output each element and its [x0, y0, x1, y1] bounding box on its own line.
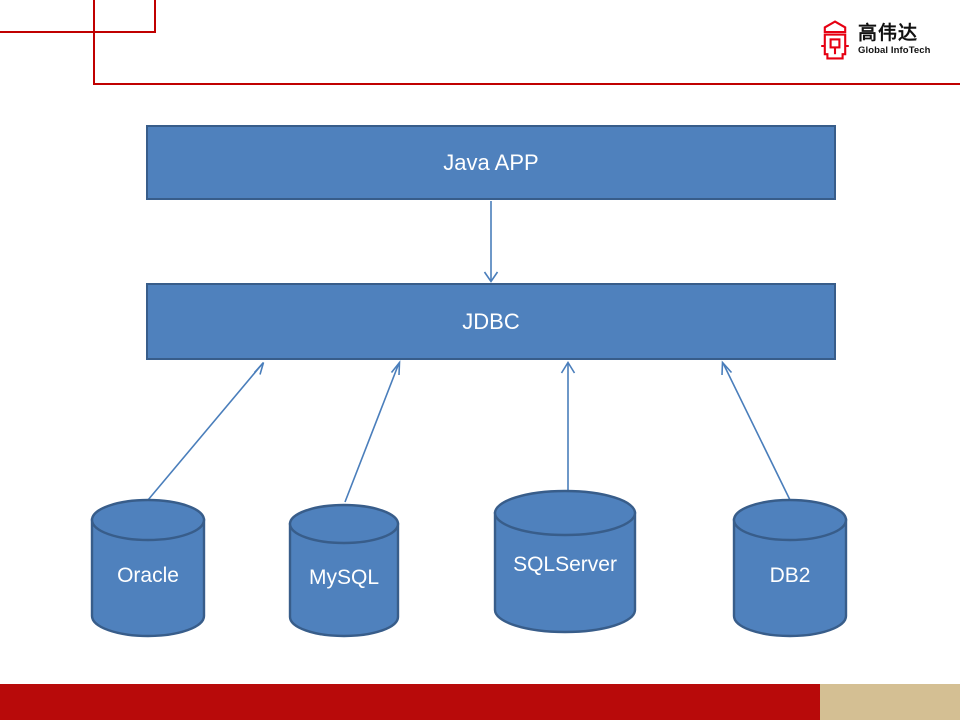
database-cylinder-oracle[interactable]: Oracle [90, 498, 206, 638]
brand-name-en: Global InfoTech [858, 45, 931, 57]
box-java-app-label: Java APP [443, 149, 539, 175]
cylinder-shape-icon [288, 503, 400, 638]
brand-logo: 高伟达 Global InfoTech [818, 16, 946, 64]
gaoweida-building-mark-icon [821, 20, 849, 60]
decor-rule-vertical-short [154, 0, 156, 33]
decor-rule-horizontal-bottom [93, 83, 960, 85]
connector-mysql-to-jdbc [344, 360, 401, 503]
connector-java-app-to-jdbc [483, 201, 499, 283]
cylinder-shape-icon [732, 498, 848, 638]
brand-name-cn: 高伟达 [858, 22, 919, 45]
cylinder-shape-icon [90, 498, 206, 638]
cylinder-shape-icon [493, 489, 637, 634]
database-cylinder-db2[interactable]: DB2 [732, 498, 848, 638]
database-cylinder-mysql[interactable]: MySQL [288, 503, 400, 638]
brand-logo-text: 高伟达 Global InfoTech [858, 24, 931, 56]
decor-rule-vertical-long [93, 0, 95, 85]
connector-oracle-to-jdbc [147, 361, 265, 501]
box-java-app[interactable]: Java APP [146, 125, 836, 200]
connector-db2-to-jdbc [721, 360, 791, 501]
footer-bar-tan [820, 684, 960, 720]
connector-sqlserver-to-jdbc [560, 360, 576, 490]
database-cylinder-sqlserver[interactable]: SQLServer [493, 489, 637, 634]
decor-rule-horizontal-top [0, 31, 156, 33]
box-jdbc[interactable]: JDBC [146, 283, 836, 360]
box-jdbc-label: JDBC [462, 308, 520, 334]
footer-bar-red [0, 684, 820, 720]
